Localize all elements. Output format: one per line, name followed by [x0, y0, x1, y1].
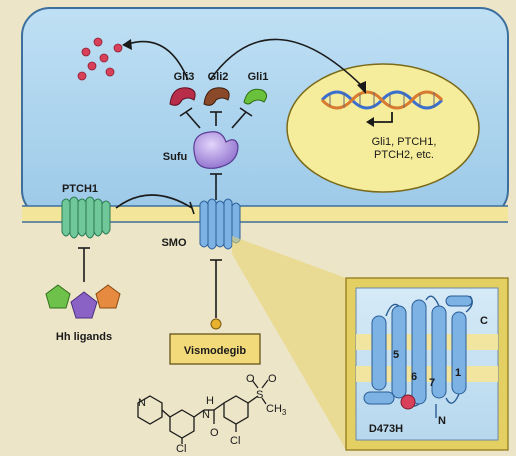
target-genes-line2: PTCH2, etc.: [374, 149, 434, 161]
hh-ligands-label: Hh ligands: [56, 331, 112, 343]
gli3-label: Gli3: [174, 71, 195, 83]
n-terminus-label: N: [438, 415, 446, 427]
arrow-gli-to-dna: [209, 38, 363, 87]
c-terminus-label: C: [480, 315, 488, 327]
helix-7-label: 7: [429, 377, 435, 389]
struct-h-amide: H: [206, 395, 214, 407]
ptch1-receptor-icon: [61, 196, 111, 239]
target-genes-line1: Gli1, PTCH1,: [372, 136, 437, 148]
struct-o-amide: O: [210, 427, 219, 439]
dna-helix-icon: [320, 90, 444, 110]
sufu-inhibition-lines: [179, 107, 253, 129]
sufu-icon: [193, 131, 239, 169]
arrow-head: [357, 81, 366, 94]
struct-o1: O: [246, 373, 255, 385]
inhibition-bar: [189, 201, 195, 215]
d473h-mutation-site: [400, 394, 416, 410]
drug-box: [169, 333, 261, 365]
gli1-icon: [243, 88, 268, 105]
nucleus: [286, 63, 480, 193]
arrow-gli3-degradation: [127, 40, 189, 81]
ligand-ptch1-inhibition: [78, 247, 90, 282]
sulfone-bonds: [251, 379, 269, 405]
struct-n-ring: N: [138, 397, 146, 409]
struct-n-amide: N: [202, 409, 210, 421]
struct-cl2: Cl: [230, 435, 240, 447]
degradation-dots: [77, 37, 123, 81]
vismodegib-structure: [137, 395, 259, 444]
sufu-label: Sufu: [163, 151, 187, 163]
gli1-label: Gli1: [248, 71, 269, 83]
drug-smo-inhibition: [210, 259, 222, 318]
inset-zoom-wedge: [232, 236, 346, 450]
mutation-label: D473H: [369, 423, 403, 435]
drug-label: Vismodegib: [184, 345, 246, 357]
struct-ch3: CH3: [266, 403, 287, 417]
drug-ball-icon: [210, 318, 222, 330]
struct-cl1: Cl: [176, 443, 186, 455]
ligand-pentagon-icon: [45, 284, 121, 319]
transcript-arrow-icon: [366, 112, 393, 127]
gli2-icon: [203, 87, 230, 106]
smo-label: SMO: [161, 237, 187, 249]
smo-sufu-inhibition: [210, 173, 222, 200]
ptch1-smo-inhibition: [115, 194, 193, 209]
ptch1-label: PTCH1: [62, 183, 98, 195]
arrow-head: [122, 39, 132, 50]
struct-o2: O: [268, 373, 277, 385]
helix-5-label: 5: [393, 349, 399, 361]
helix-1-label: 1: [455, 367, 461, 379]
helix-6-label: 6: [411, 371, 417, 383]
gli2-label: Gli2: [208, 71, 229, 83]
struct-s: S: [256, 389, 263, 401]
gli3-icon: [169, 87, 196, 106]
smo-structure-inset: [345, 277, 509, 451]
